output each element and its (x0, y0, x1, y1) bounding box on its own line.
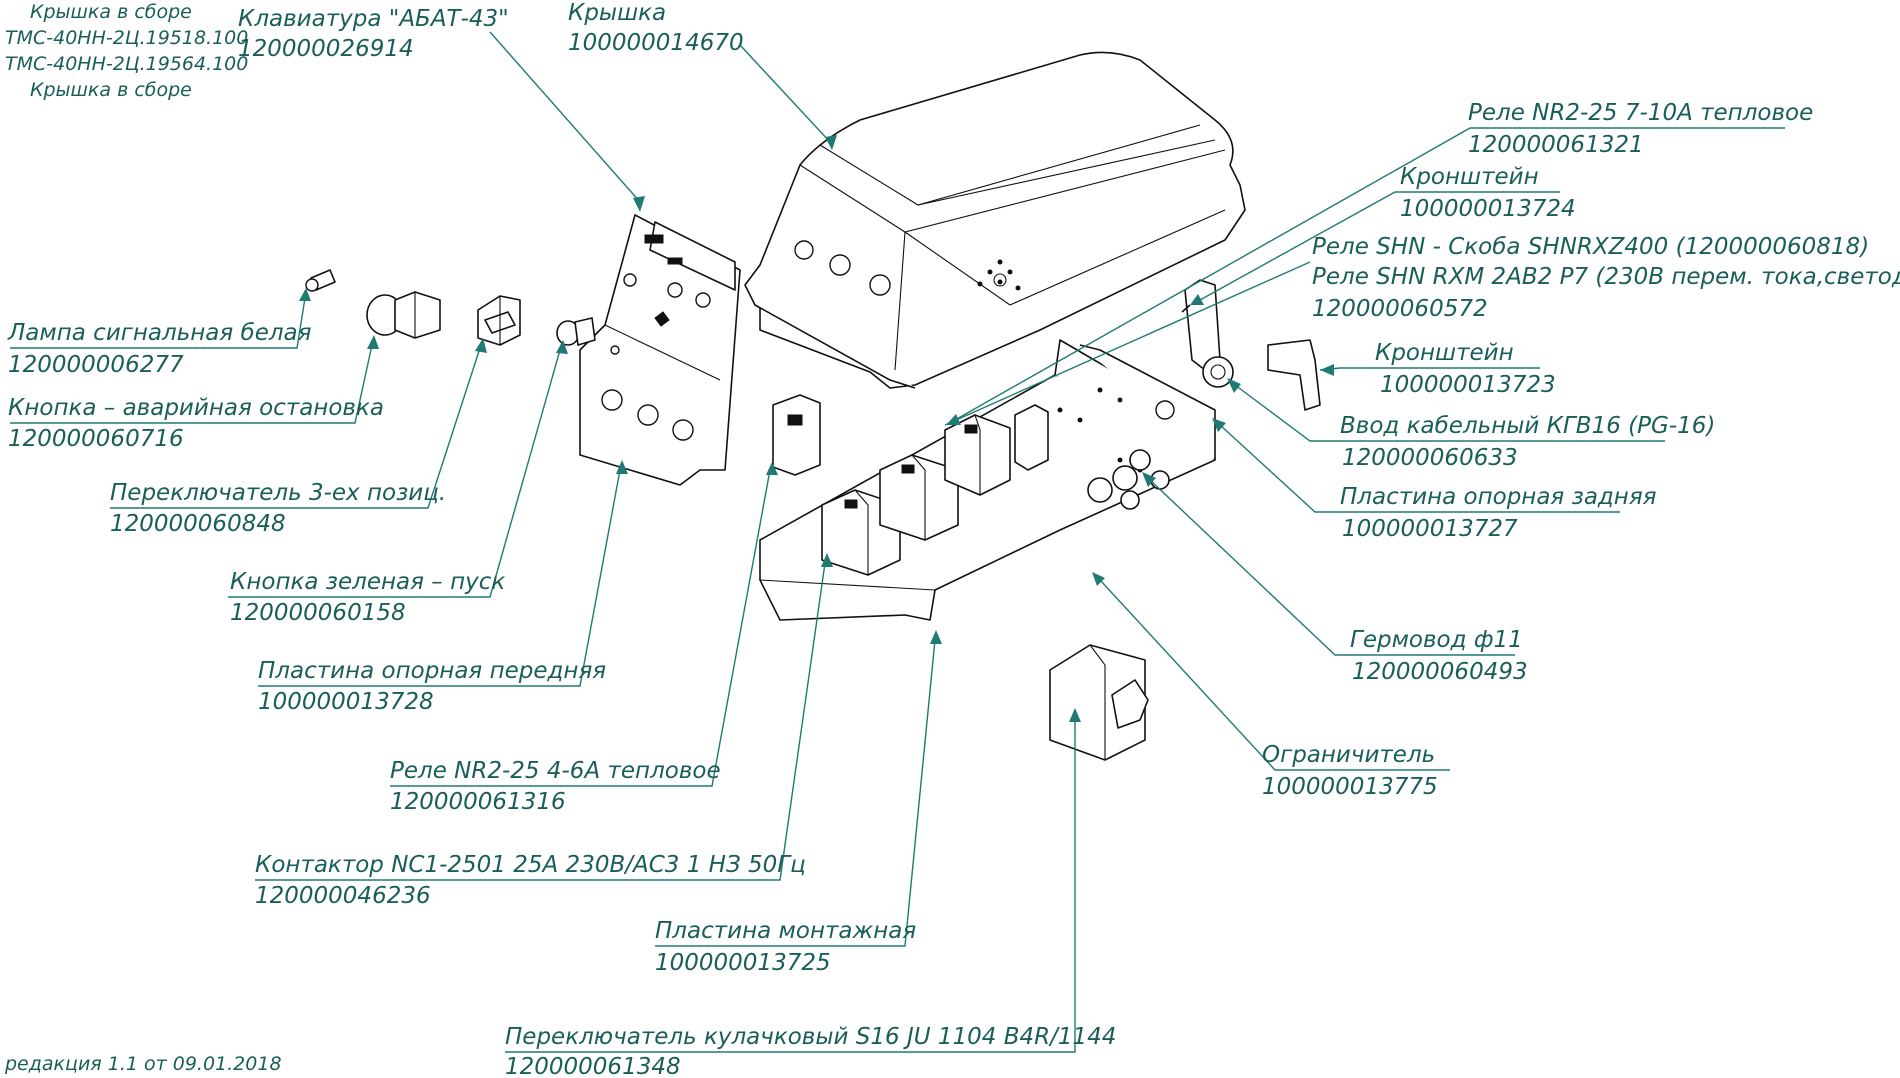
callout-shn-relay: Реле SHN RXM 2AB2 P7 (230В перем. тока,с… (1312, 264, 1900, 322)
callout-bracket-1: Кронштейн 100000013724 (1400, 164, 1576, 222)
callout-relay-46: Реле NR2-25 4-6A тепловое 120000061316 (390, 758, 721, 815)
callout-keypad: Клавиатура "АБАТ-43" 120000026914 (238, 6, 509, 62)
part-code: 100000013727 (1342, 516, 1518, 542)
part-code: 120000061348 (505, 1054, 681, 1078)
part-code: 120000060493 (1352, 659, 1528, 685)
part-code: 120000060848 (110, 511, 286, 537)
header-line-4: Крышка в сборе (30, 79, 192, 101)
callout-mount-plate: Пластина монтажная 100000013725 (655, 918, 916, 976)
cover-drawing (744, 51, 1246, 389)
callout-shn-clamp: Реле SHN - Скоба SHNRXZ400 (120000060818… (1312, 234, 1869, 260)
green-button-drawing (556, 317, 596, 346)
part-name: Реле SHN RXM 2AB2 P7 (230В перем. тока,с… (1312, 264, 1900, 290)
callout-relay-710: Реле NR2-25 7-10A тепловое 120000061321 (1468, 100, 1813, 158)
part-name: Крышка (568, 0, 666, 26)
part-name: Кронштейн (1375, 340, 1514, 366)
callout-contactor: Контактор NC1-2501 25A 230B/AC3 1 НЗ 50Г… (255, 852, 806, 909)
lamp-drawing (305, 269, 336, 292)
callout-front-plate: Пластина опорная передняя 100000013728 (258, 658, 606, 715)
callout-bracket-2: Кронштейн 100000013723 (1375, 340, 1556, 398)
part-code: 120000061321 (1468, 132, 1644, 158)
brackets-drawing (1181, 279, 1321, 411)
callout-cover: Крышка 100000014670 (568, 0, 744, 56)
part-name: Реле NR2-25 4-6A тепловое (390, 758, 721, 784)
part-code: 100000013728 (258, 689, 434, 715)
revision-note: редакция 1.1 от 09.01.2018 (4, 1053, 282, 1075)
part-code: 120000060158 (230, 600, 406, 626)
callout-green-button: Кнопка зеленая – пуск 120000060158 (230, 569, 505, 626)
part-code: 100000013775 (1262, 774, 1438, 800)
part-code: 100000013723 (1380, 372, 1556, 398)
part-code: 120000061316 (390, 789, 566, 815)
part-code: 120000046236 (255, 883, 431, 909)
part-code: 120000060572 (1312, 296, 1488, 322)
part-code: 100000013725 (655, 950, 831, 976)
part-code: 120000026914 (238, 36, 414, 62)
part-code: 100000013724 (1400, 196, 1576, 222)
part-name: Контактор NC1-2501 25A 230B/AC3 1 НЗ 50Г… (255, 852, 806, 878)
part-name: Реле NR2-25 7-10A тепловое (1468, 100, 1813, 126)
header-line-2: ТМС-40НН-2Ц.19518.100 (5, 27, 248, 49)
header-block: Крышка в сборе ТМС-40НН-2Ц.19518.100 ТМС… (5, 1, 248, 101)
callout-lamp: Лампа сигнальная белая 120000006277 (7, 320, 312, 378)
part-code: 120000060633 (1342, 445, 1518, 471)
header-line-3: ТМС-40НН-2Ц.19564.100 (5, 53, 248, 75)
part-name: Лампа сигнальная белая (7, 320, 312, 346)
callout-cable-gland: Ввод кабельный КГВ16 (PG-16) 12000006063… (1340, 413, 1715, 471)
part-name: Кнопка зеленая – пуск (230, 569, 505, 595)
callout-switch3: Переключатель 3-ех позиц. 120000060848 (110, 480, 446, 537)
part-name: Переключатель кулачковый S16 JU 1104 B4R… (505, 1024, 1116, 1050)
cam-switch-drawing (1049, 644, 1149, 761)
part-name: Клавиатура "АБАТ-43" (238, 6, 509, 32)
leader-lines (10, 31, 1785, 1053)
callout-limiter: Ограничитель 100000013775 (1262, 742, 1438, 800)
callout-estop: Кнопка – аварийная остановка 12000006071… (8, 395, 384, 452)
selector3-drawing (477, 295, 521, 346)
part-name: Пластина опорная задняя (1340, 484, 1657, 510)
part-name: Реле SHN - Скоба SHNRXZ400 (120000060818… (1312, 234, 1869, 260)
part-name: Кнопка – аварийная остановка (8, 395, 384, 421)
callout-seal-gland: Гермовод ф11 120000060493 (1350, 627, 1528, 685)
part-name: Переключатель 3-ех позиц. (110, 480, 446, 506)
part-code: 120000006277 (8, 352, 184, 378)
mounting-plate-drawing (759, 339, 1216, 621)
part-name: Пластина опорная передняя (258, 658, 606, 684)
callout-cam-switch: Переключатель кулачковый S16 JU 1104 B4R… (505, 1024, 1116, 1078)
assembly-drawing (305, 51, 1321, 761)
part-code: 120000060716 (8, 426, 184, 452)
header-line-1: Крышка в сборе (30, 1, 192, 23)
estop-drawing (366, 291, 441, 339)
part-name: Ограничитель (1262, 742, 1435, 768)
keypad-plate-drawing (579, 214, 741, 486)
part-name: Гермовод ф11 (1350, 627, 1523, 653)
part-name: Пластина монтажная (655, 918, 916, 944)
part-name: Ввод кабельный КГВ16 (PG-16) (1340, 413, 1715, 439)
part-code: 100000014670 (568, 30, 744, 56)
callout-rear-plate: Пластина опорная задняя 100000013727 (1340, 484, 1657, 542)
part-name: Кронштейн (1400, 164, 1539, 190)
